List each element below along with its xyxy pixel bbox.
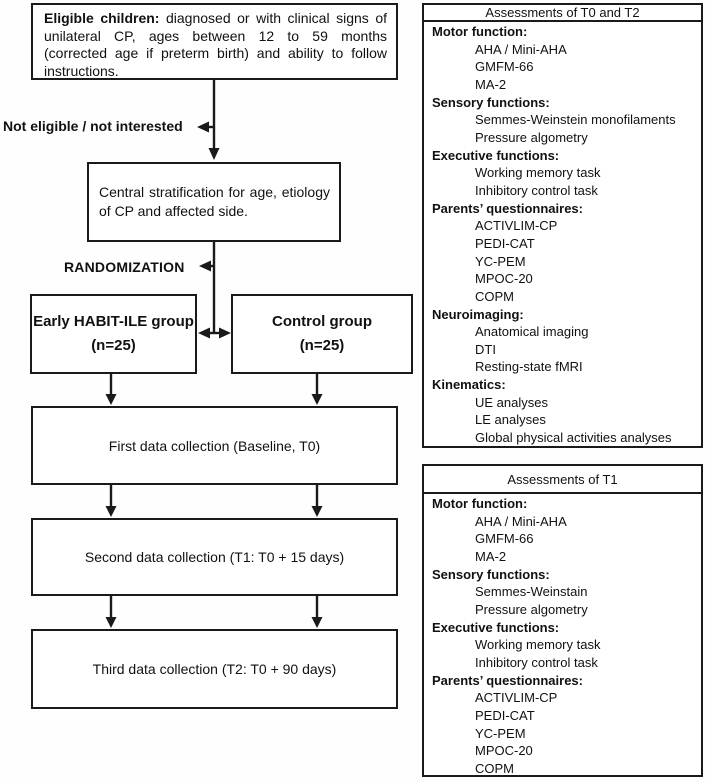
stratification-text: Central stratification for age, etiology…: [99, 184, 330, 219]
arrowhead-right-control: [219, 327, 231, 339]
arrowhead-down-1: [208, 148, 220, 160]
assessment-item: YC-PEM: [475, 253, 526, 269]
assessment-item: Semmes-Weinstein monofilaments: [475, 112, 676, 128]
assessment-item: Semmes-Weinstain: [475, 584, 588, 600]
assessment-category: Parents’ questionnaires:: [432, 200, 583, 216]
assessment-item: MPOC-20: [475, 743, 533, 759]
assessment-item: Anatomical imaging: [475, 324, 589, 340]
assessment-item: Pressure algometry: [475, 601, 588, 617]
assessments-t0-t2-title: Assessments of T0 and T2: [424, 5, 701, 22]
stratification-box: Central stratification for age, etiology…: [87, 162, 341, 242]
first-data-collection-box: First data collection (Baseline, T0): [31, 406, 398, 485]
assessment-item: COPM: [475, 288, 514, 304]
assessment-item: UE analyses: [475, 394, 548, 410]
assessment-item: ACTIVLIM-CP: [475, 218, 558, 234]
arrowhead-down-4: [105, 506, 117, 517]
eligible-criteria-lead: Eligible children:: [44, 10, 160, 26]
arrowhead-down-3: [311, 394, 323, 405]
assessment-item: MA-2: [475, 548, 507, 564]
control-group-n: (n=25): [299, 337, 345, 354]
assessment-category: Parents’ questionnaires:: [432, 672, 583, 688]
eligible-criteria-text: diagnosed or with clinical signs of unil…: [44, 10, 388, 79]
randomization-label: RANDOMIZATION: [64, 259, 185, 275]
assessment-item: Resting-state fMRI: [475, 359, 583, 375]
assessment-item: ACTIVLIM-CP: [475, 690, 558, 706]
control-group-box: Control group (n=25): [231, 294, 413, 374]
assessment-item: MPOC-20: [475, 271, 533, 287]
arrowhead-down-5: [311, 506, 323, 517]
assessment-item: DTI: [475, 341, 496, 357]
assessment-item: Working memory task: [475, 165, 601, 181]
assessment-item: MA-2: [475, 76, 507, 92]
habit-ile-group-name: Early HABIT-ILE group: [33, 313, 194, 330]
not-eligible-label: Not eligible / not interested: [3, 118, 183, 134]
assessment-category: Motor function:: [432, 496, 528, 511]
arrowhead-down-6: [105, 617, 117, 628]
assessment-item: PEDI-CAT: [475, 707, 535, 723]
third-data-collection-box: Third data collection (T2: T0 + 90 days): [31, 629, 398, 709]
assessment-category: Motor function:: [432, 24, 528, 39]
second-data-collection-box: Second data collection (T1: T0 + 15 days…: [31, 518, 398, 596]
assessment-category: Sensory functions:: [432, 94, 550, 110]
assessment-item: Inhibitory control task: [475, 654, 598, 670]
assessment-category: Executive functions:: [432, 147, 560, 163]
assessment-category: Kinematics:: [432, 377, 506, 393]
assessment-item: GMFM-66: [475, 531, 534, 547]
assessment-item: GMFM-66: [475, 59, 534, 75]
assessment-item: AHA / Mini-AHA: [475, 41, 567, 57]
assessments-t0-t2-box: Assessments of T0 and T2 Motor function:…: [422, 3, 703, 448]
assessments-t1-title: Assessments of T1: [424, 466, 701, 494]
assessment-item: Working memory task: [475, 637, 601, 653]
assessment-item: Global physical activities analyses: [475, 430, 672, 446]
assessment-category: Executive functions:: [432, 619, 560, 635]
assessment-item: Inhibitory control task: [475, 182, 598, 198]
assessment-item: Pressure algometry: [475, 129, 588, 145]
assessment-item: AHA / Mini-AHA: [475, 513, 567, 529]
arrowhead-left-randomization: [199, 260, 211, 272]
assessment-item: LE analyses: [475, 412, 546, 428]
arrowhead-down-7: [311, 617, 323, 628]
arrowhead-left-habit: [198, 327, 210, 339]
control-group-name: Control group: [272, 313, 372, 330]
arrowhead-down-2: [105, 394, 117, 405]
assessment-item: COPM: [475, 760, 514, 776]
assessment-item: YC-PEM: [475, 725, 526, 741]
habit-ile-group-box: Early HABIT-ILE group (n=25): [30, 294, 197, 374]
arrowhead-left-not-eligible: [197, 121, 209, 133]
assessment-item: PEDI-CAT: [475, 235, 535, 251]
habit-ile-group-n: (n=25): [91, 337, 136, 354]
assessment-category: Neuroimaging:: [432, 306, 524, 322]
eligible-criteria-box: Eligible children: diagnosed or with cli…: [31, 3, 398, 80]
assessment-category: Sensory functions:: [432, 566, 550, 582]
assessments-t1-box: Assessments of T1 Motor function: AHA / M…: [422, 464, 703, 777]
